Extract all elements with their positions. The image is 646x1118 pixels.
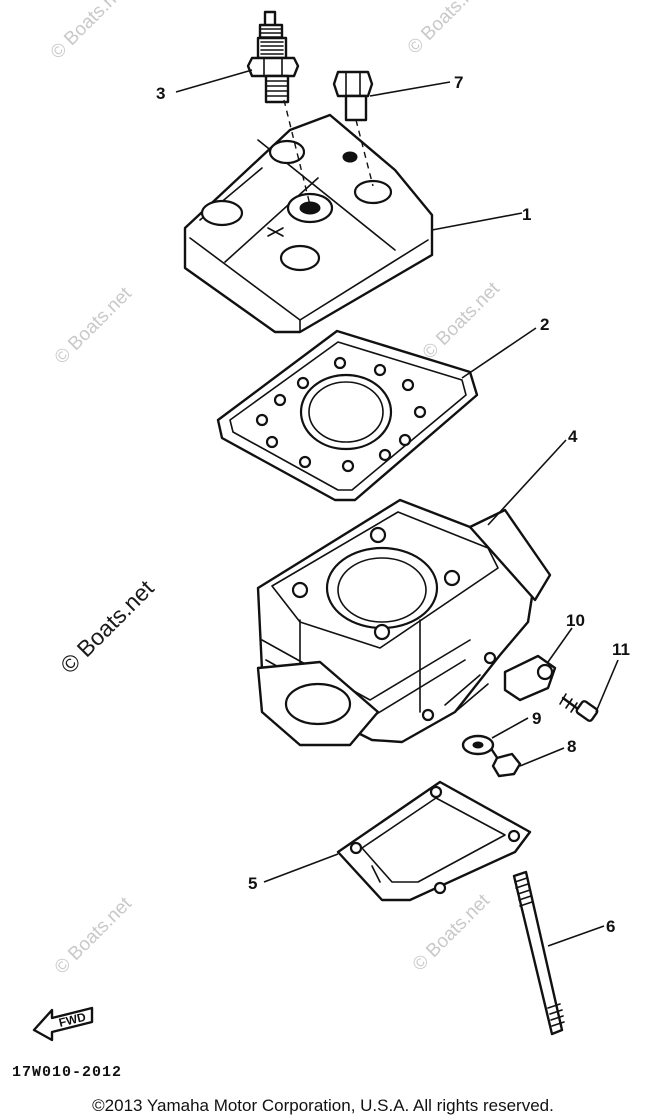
watermark: © Boats.net: [404, 0, 490, 59]
part-cylinder: [256, 498, 552, 747]
part-clip: [503, 654, 557, 702]
fwd-arrow: FWD: [32, 1006, 94, 1042]
part-washer: [461, 734, 495, 756]
watermark: © Boats.net: [51, 893, 137, 979]
callouts: 1 2 3 4 5 6 7 8 9 10 11: [156, 73, 630, 936]
part-base-gasket: [336, 780, 532, 902]
callout-8: 8: [567, 737, 576, 756]
part-head-gasket: [216, 329, 479, 502]
leader-lines: [175, 69, 619, 947]
watermark: © Boats.net: [47, 0, 133, 64]
callout-9: 9: [532, 709, 541, 728]
watermark: © Boats.net: [419, 278, 505, 364]
watermark-side: © Boats.net: [55, 575, 159, 679]
watermark: © Boats.net: [51, 283, 137, 369]
diagram-code: 17W010-2012: [12, 1064, 123, 1081]
callout-1: 1: [522, 205, 531, 224]
fwd-label: FWD: [57, 1010, 87, 1030]
callout-2: 2: [540, 315, 549, 334]
callout-5: 5: [248, 874, 257, 893]
callout-10: 10: [566, 611, 585, 630]
assembly-lines: [283, 99, 374, 206]
part-spark-plug: [246, 10, 300, 104]
callout-3: 3: [156, 84, 165, 103]
watermark: © Boats.net: [409, 890, 495, 976]
part-stud-bolt: [512, 870, 565, 1036]
callout-7: 7: [454, 73, 463, 92]
part-plug: [332, 70, 374, 122]
part-cylinder-head: [183, 113, 434, 334]
part-screw: [559, 693, 599, 722]
copyright-notice: ©2013 Yamaha Motor Corporation, U.S.A. A…: [92, 1096, 554, 1115]
part-bolt: [490, 748, 522, 778]
callout-4: 4: [568, 427, 578, 446]
callout-11: 11: [612, 640, 630, 659]
callout-6: 6: [606, 917, 615, 936]
